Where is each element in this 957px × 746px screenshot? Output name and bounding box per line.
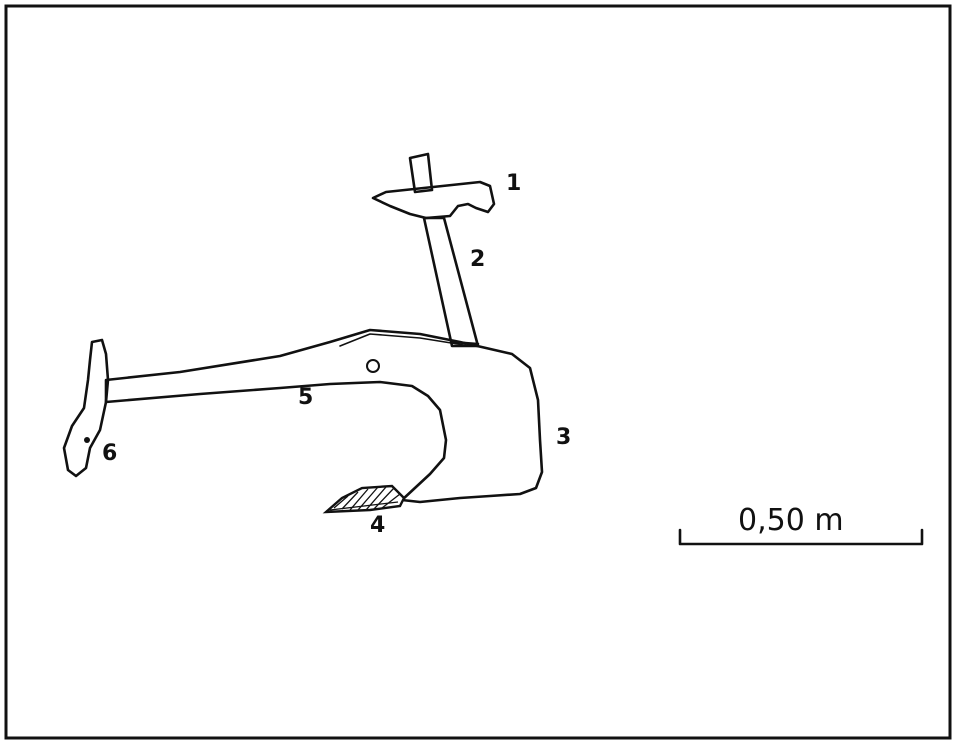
plough-share [322, 484, 406, 514]
beam-peg [366, 359, 380, 373]
plough-beam [104, 328, 544, 504]
scale-bar-text: 0,50 m [738, 503, 844, 538]
plough-yoke-end [62, 338, 110, 478]
label-4: 4 [370, 513, 385, 538]
drawing-border [4, 4, 952, 740]
label-3: 3 [556, 425, 571, 450]
plough-handle [371, 152, 496, 220]
label-6: 6 [102, 441, 117, 466]
label-1: 1 [506, 171, 521, 196]
plough-stilt [422, 216, 480, 348]
scale-bar: 0,50 m [678, 503, 924, 546]
label-2: 2 [470, 247, 485, 272]
label-5: 5 [298, 385, 313, 410]
